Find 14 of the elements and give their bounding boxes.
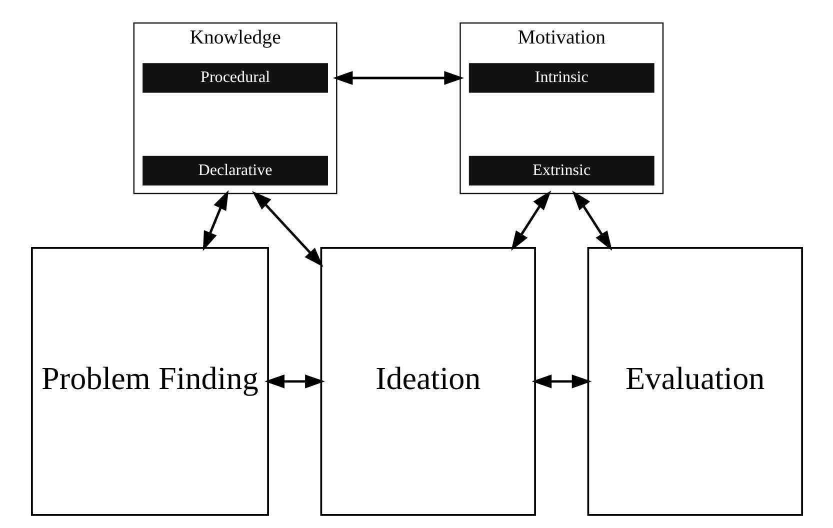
- arrow: [332, 71, 464, 85]
- node-box: Intrinsic: [467, 62, 656, 94]
- node-box: Ideation: [320, 247, 536, 516]
- arrow: [264, 374, 324, 388]
- arrow: [572, 190, 612, 251]
- node-box: Problem Finding: [30, 247, 268, 516]
- arrow: [251, 191, 323, 267]
- arrow: [202, 190, 228, 252]
- node-box: Procedural: [140, 62, 329, 94]
- node-box: Declarative: [140, 154, 329, 187]
- node-box: Evaluation: [586, 247, 802, 516]
- arrow: [531, 374, 592, 388]
- arrow: [510, 190, 551, 251]
- node-box: Extrinsic: [467, 154, 656, 187]
